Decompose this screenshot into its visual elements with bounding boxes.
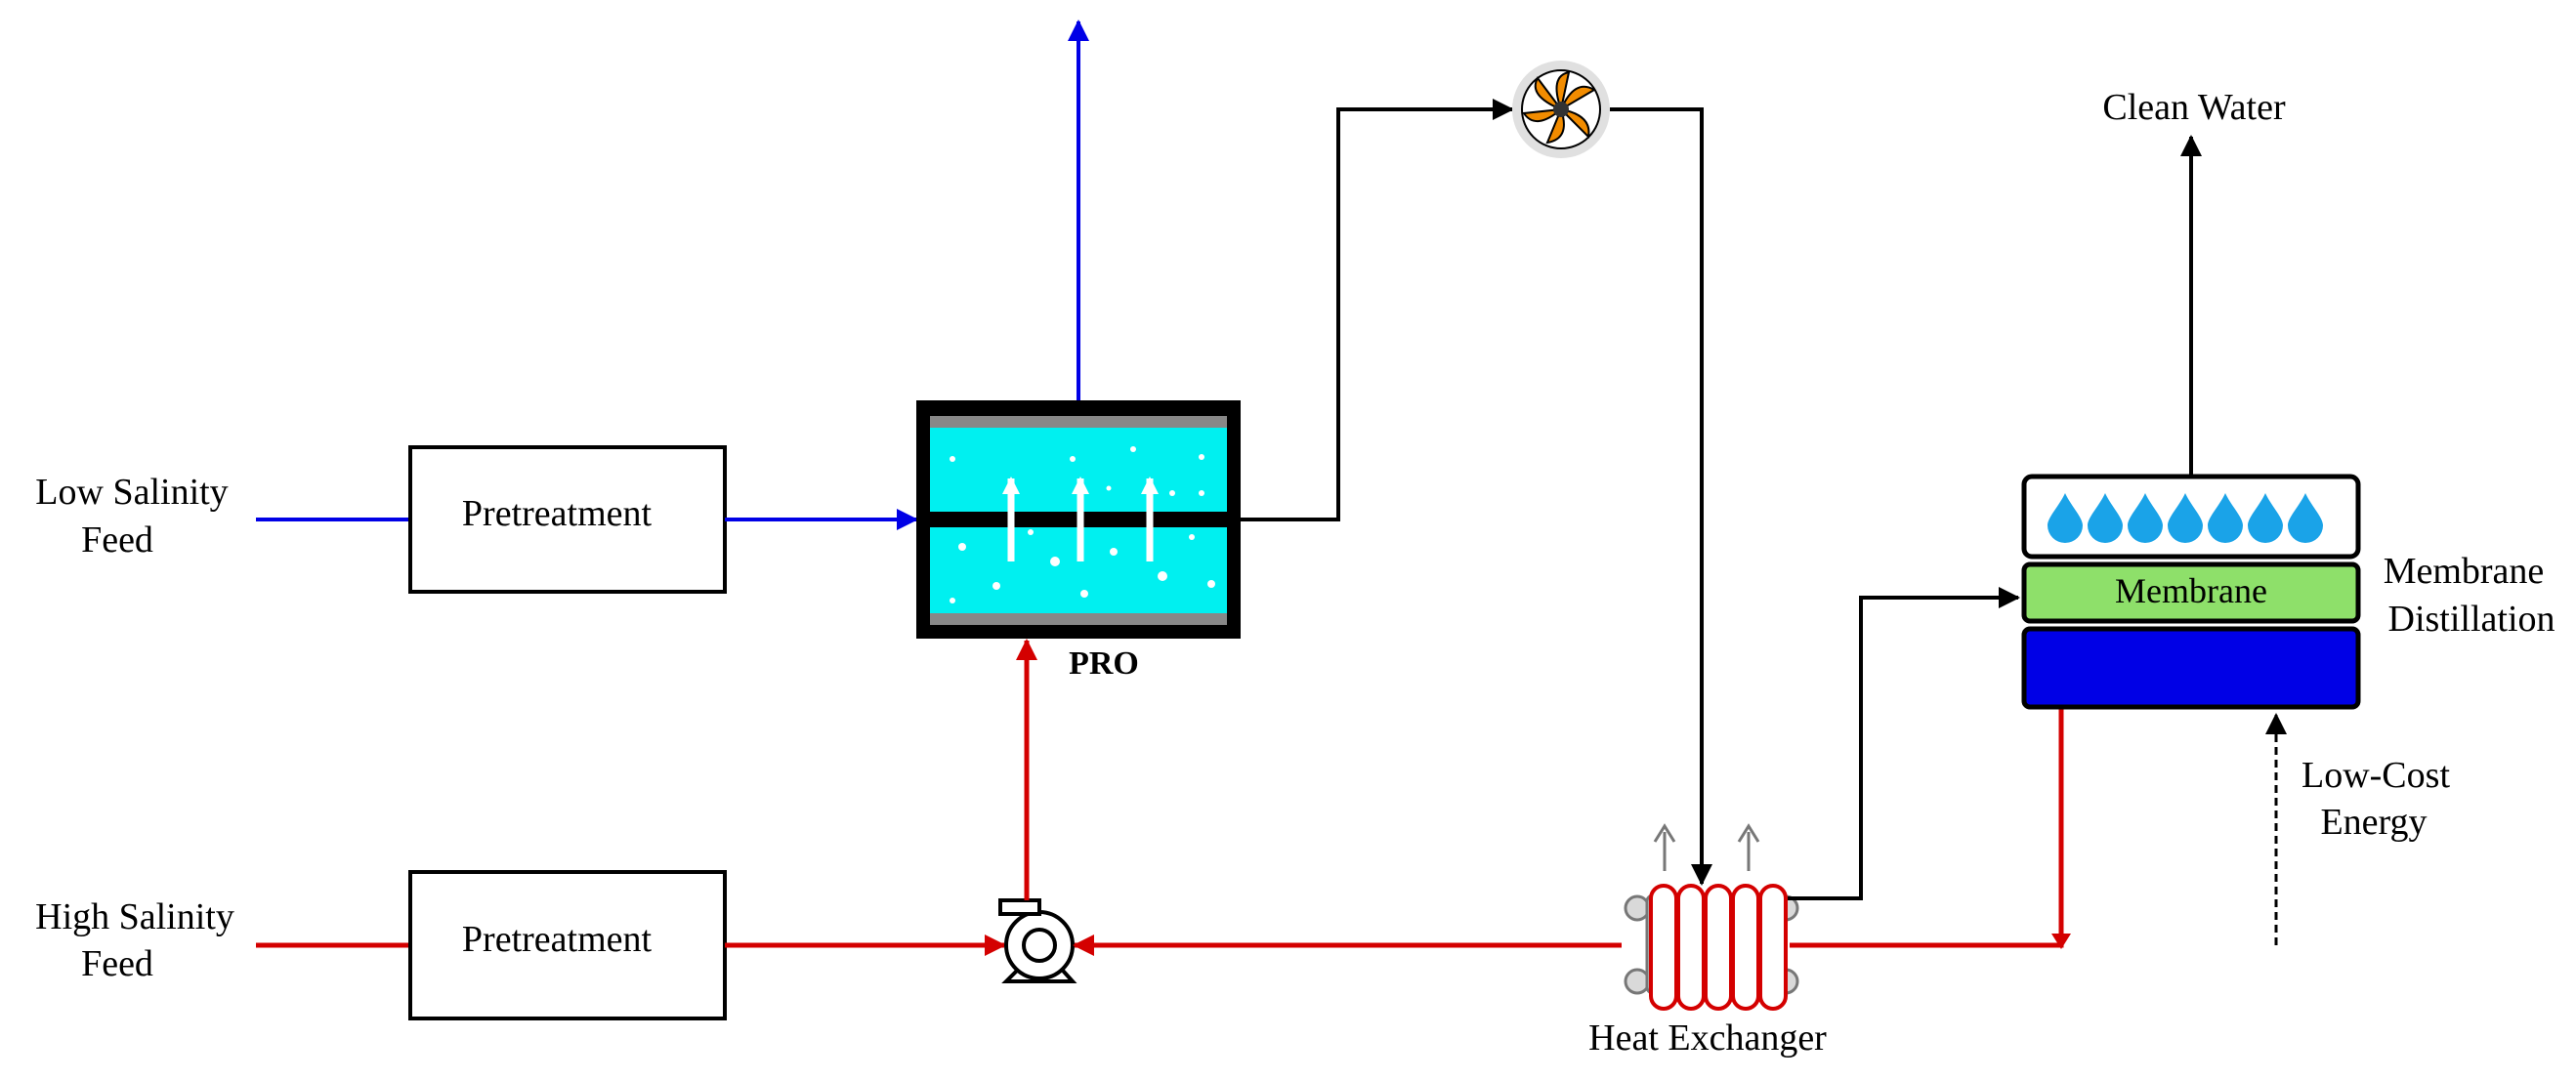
- pro-to-turbine-line: [1241, 99, 1514, 521]
- heat-exchanger-to-md-line: [1788, 587, 2020, 900]
- turbine-to-heat-exchanger-line: [1610, 107, 1712, 886]
- svg-text:Distillation: Distillation: [2388, 599, 2555, 640]
- clean-water-label: Clean Water: [2102, 87, 2286, 128]
- svg-text:Energy: Energy: [2320, 802, 2427, 843]
- svg-text:Feed: Feed: [81, 943, 153, 984]
- pro-unit: PRO: [916, 400, 1241, 682]
- membrane-distillation-label: Membrane Distillation: [2384, 551, 2555, 640]
- low-salinity-feed-label: Low Salinity Feed: [35, 472, 228, 561]
- svg-text:Pretreatment: Pretreatment: [462, 493, 653, 534]
- svg-text:High Salinity: High Salinity: [35, 896, 234, 937]
- water-drop-icon: [2048, 493, 2323, 543]
- pro-water-bubbles: [950, 446, 1215, 603]
- svg-text:Feed: Feed: [81, 519, 153, 561]
- svg-text:Low-Cost: Low-Cost: [2302, 755, 2450, 796]
- heat-exchanger-label: Heat Exchanger: [1588, 1018, 1827, 1059]
- pretreatment-top-box: Pretreatment: [408, 445, 727, 594]
- heat-exchanger-icon: Heat Exchanger: [1588, 823, 1827, 1059]
- high-salinity-feed-label: High Salinity Feed: [35, 896, 234, 984]
- md-brine-arrowhead: [2051, 934, 2071, 949]
- svg-text:Pretreatment: Pretreatment: [462, 919, 653, 960]
- pump-icon: [998, 898, 1077, 983]
- pretreatment-bottom-box: Pretreatment: [408, 870, 727, 1020]
- md-to-heat-exchanger-stream: [1790, 707, 2064, 948]
- turbine-icon: [1512, 61, 1610, 158]
- low-cost-energy-label: Low-Cost Energy: [2302, 755, 2450, 843]
- membrane-distillation-unit: Membrane: [2021, 474, 2361, 710]
- svg-text:Membrane: Membrane: [2384, 551, 2545, 592]
- svg-text:Low Salinity: Low Salinity: [35, 472, 228, 513]
- membrane-label: Membrane: [2115, 571, 2267, 610]
- pro-label: PRO: [1069, 645, 1139, 682]
